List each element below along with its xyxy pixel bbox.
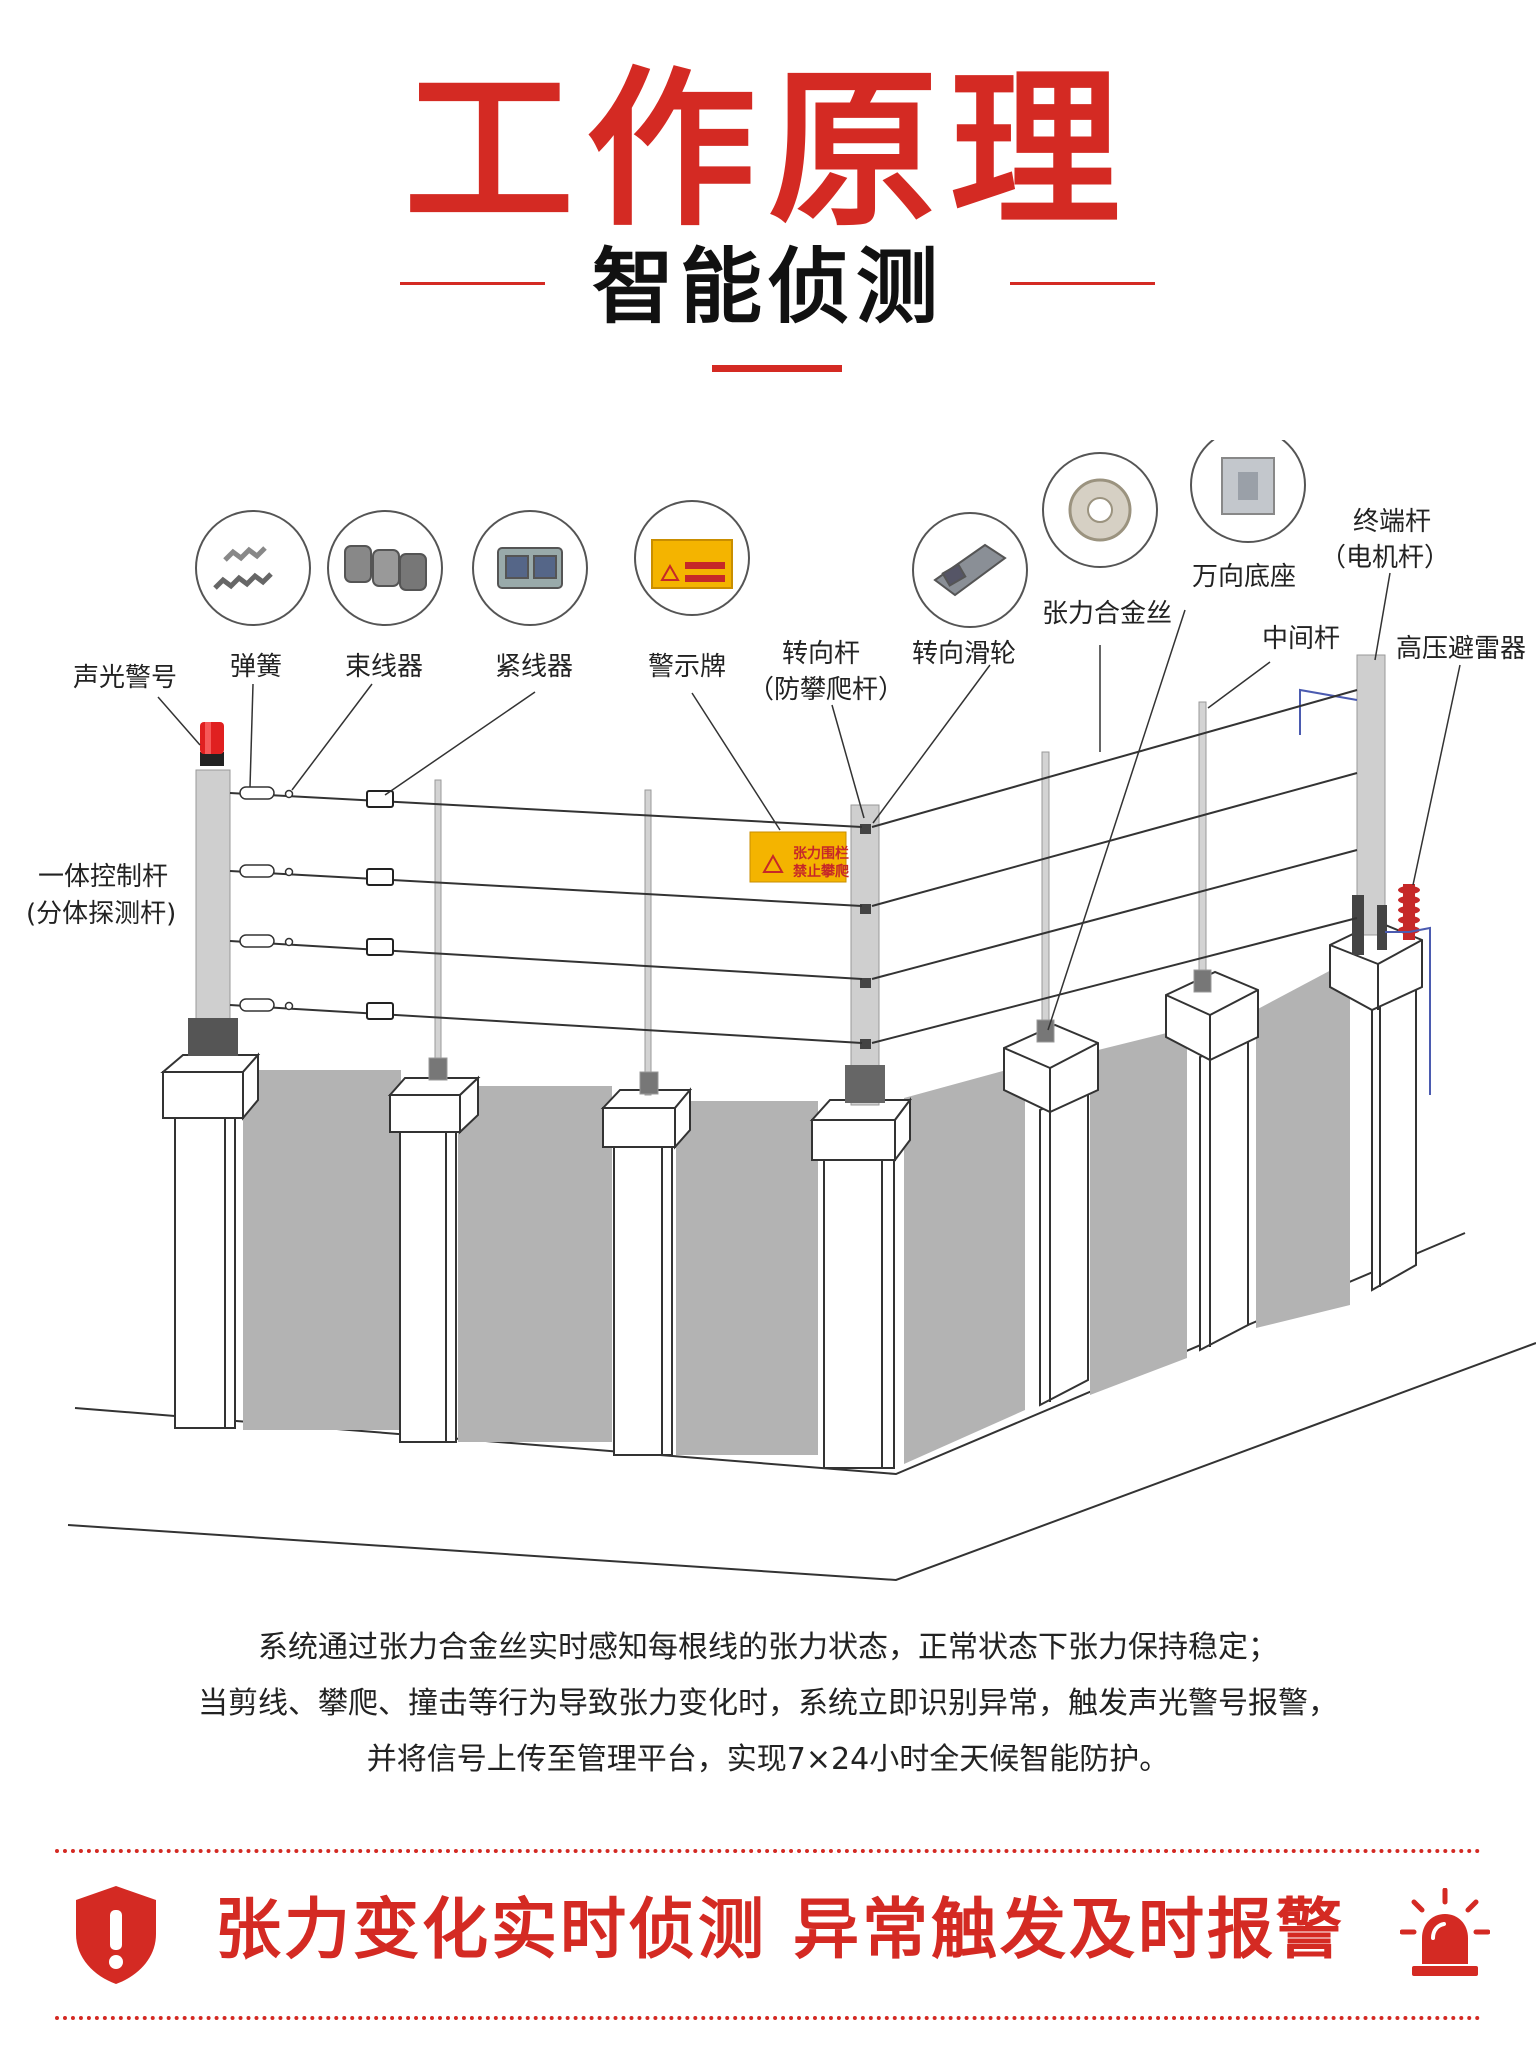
corner-pole [845, 804, 885, 1106]
label-corner-pole-1: 转向杆 [782, 639, 860, 669]
subtitle-rule-left [400, 282, 545, 285]
label-alloy-wire: 张力合金丝 [1042, 599, 1172, 629]
page-subtitle: 智能侦测 [591, 240, 944, 335]
dotted-divider-bottom [55, 2016, 1481, 2020]
component-labels: 声光警号 弹簧 束线器 紧线器 警示牌 转向杆 （防攀爬杆） 转向滑轮 张力合金… [26, 507, 1526, 929]
wall-pillars [160, 920, 1423, 1469]
label-base: 万向底座 [1192, 562, 1296, 592]
leader-lines [157, 572, 1461, 1031]
description-line-3: 并将信号上传至管理平台，实现7×24小时全天候智能防护。 [366, 1742, 1170, 1777]
end-pole [1299, 654, 1431, 1095]
siren-icon [1400, 1888, 1490, 1976]
label-tensioner: 紧线器 [495, 652, 573, 682]
tension-wires [229, 689, 1358, 1044]
clamp-icon [327, 510, 443, 626]
base-icon [1190, 440, 1306, 543]
fence-diagram: 张力围栏 禁止攀爬 [26, 440, 1536, 1582]
dotted-divider-top [55, 1849, 1481, 1853]
wall-panels-left [243, 1070, 818, 1455]
page-title: 工作原理 [403, 52, 1132, 250]
description-line-2: 当剪线、攀爬、撞击等行为导致张力变化时，系统立即识别异常，触发声光警号报警， [198, 1686, 1338, 1721]
label-spring: 弹簧 [230, 652, 282, 682]
label-control-pole-1: 一体控制杆 [38, 862, 168, 892]
pulley-icon [912, 512, 1028, 628]
label-end-pole-1: 终端杆 [1353, 507, 1431, 537]
label-arrester: 高压避雷器 [1396, 634, 1526, 664]
arrester [1398, 884, 1420, 940]
label-sign: 警示牌 [648, 652, 726, 682]
sign-line-2: 禁止攀爬 [793, 863, 850, 880]
subtitle-underline [712, 365, 842, 372]
component-icons [195, 440, 1306, 628]
wall-panels-right [904, 960, 1350, 1464]
wire-coil-icon [1042, 452, 1158, 568]
label-clamp: 束线器 [345, 652, 423, 682]
label-corner-pole-2: （防攀爬杆） [748, 675, 904, 705]
sign-line-1: 张力围栏 [793, 845, 849, 862]
label-control-pole-2: (分体探测杆) [26, 899, 176, 929]
description: 系统通过张力合金丝实时感知每根线的张力状态，正常状态下张力保持稳定； 当剪线、攀… [0, 1620, 1536, 1788]
springs [239, 786, 275, 1012]
spring-icon [195, 510, 311, 626]
shield-alert-icon [76, 1886, 156, 1984]
control-pole [188, 722, 238, 1056]
label-alarm: 声光警号 [73, 663, 177, 693]
subtitle-rule-right [1010, 282, 1155, 285]
middle-poles [428, 701, 1212, 1096]
slogan: 张力变化实时侦测 异常触发及时报警 [215, 1891, 1345, 1968]
clamps [284, 789, 294, 1011]
warning-sign: 张力围栏 禁止攀爬 [749, 831, 850, 883]
description-line-1: 系统通过张力合金丝实时感知每根线的张力状态，正常状态下张力保持稳定； [258, 1630, 1278, 1665]
label-end-pole-2: （电机杆） [1320, 543, 1450, 573]
label-pulley: 转向滑轮 [912, 639, 1016, 669]
label-middle-pole: 中间杆 [1262, 624, 1340, 654]
warning-sign-icon [634, 500, 750, 616]
tensioners [366, 790, 394, 1020]
tensioner-icon [472, 510, 588, 626]
